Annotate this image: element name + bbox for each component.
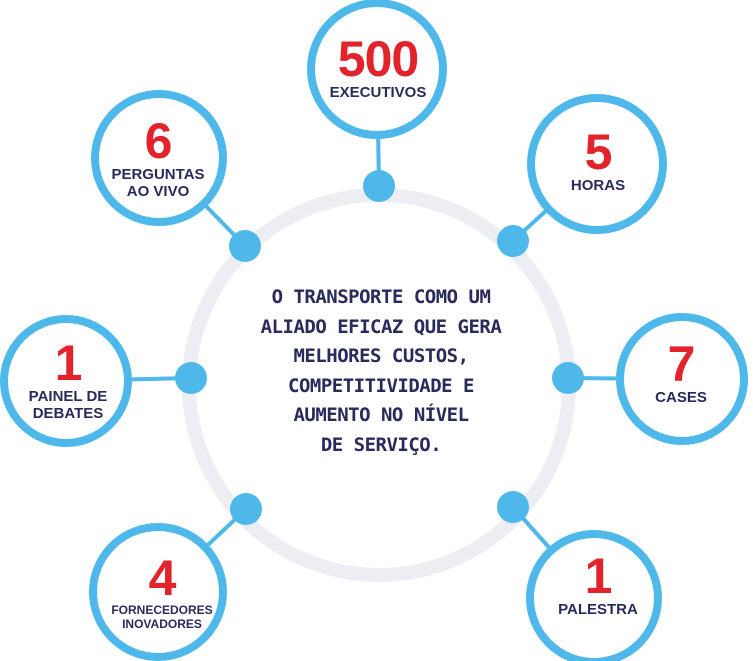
node-circle (526, 530, 662, 661)
node-horas: 5 HORAS (538, 127, 658, 194)
center-statement: O TRANSPORTE COMO UM ALIADO EFICAZ QUE G… (246, 283, 516, 460)
ring-dot (229, 230, 261, 262)
center-line: DE SERVIÇO. (320, 433, 442, 456)
center-line: COMPETITIVIDADE E (288, 374, 474, 397)
node-label: DEBATES (32, 405, 104, 422)
node-circle (527, 94, 667, 234)
node-number: 500 (337, 31, 419, 87)
node-label: FORNECEDORES (111, 603, 213, 617)
ring-dot (175, 362, 207, 394)
node-circle (89, 523, 227, 661)
node-label: PERGUNTAS (111, 166, 205, 183)
node-label: CASES (655, 389, 707, 406)
center-line: AUMENTO NO NÍVEL (293, 404, 469, 426)
node-fornecedores: 4 FORNECEDORES INOVADORES (97, 553, 227, 631)
node-circle (91, 90, 227, 226)
node-label: PAINEL DE (28, 388, 108, 405)
center-line: MELHORES CUSTOS, (293, 345, 469, 367)
node-executivos: 500 EXECUTIVOS (318, 34, 438, 101)
node-circle (616, 313, 748, 445)
node-number: 4 (148, 550, 177, 606)
center-line: O TRANSPORTE COMO UM (271, 286, 491, 308)
node-label: HORAS (570, 177, 626, 194)
node-label: EXECUTIVOS (329, 84, 427, 101)
ring-dot (230, 493, 262, 525)
node-number: 5 (584, 124, 613, 180)
node-circle (307, 0, 447, 139)
node-cases: 7 CASES (621, 339, 741, 406)
ring-dot (497, 491, 529, 523)
node-number: 1 (584, 548, 613, 604)
node-perguntas: 6 PERGUNTAS AO VIVO (98, 116, 218, 200)
node-circle (0, 315, 132, 447)
node-number: 1 (54, 335, 83, 391)
ring-dot (363, 170, 395, 202)
node-number: 7 (667, 336, 696, 392)
ring-dot (497, 225, 529, 257)
node-number: 6 (144, 113, 173, 169)
node-label: PALESTRA (558, 601, 638, 618)
node-label: INOVADORES (122, 617, 202, 631)
ring-dot (552, 362, 584, 394)
center-line: ALIADO EFICAZ QUE GERA (260, 315, 502, 338)
node-label: AO VIVO (126, 183, 190, 200)
node-palestra: 1 PALESTRA (538, 551, 658, 618)
node-painel: 1 PAINEL DE DEBATES (8, 338, 128, 422)
